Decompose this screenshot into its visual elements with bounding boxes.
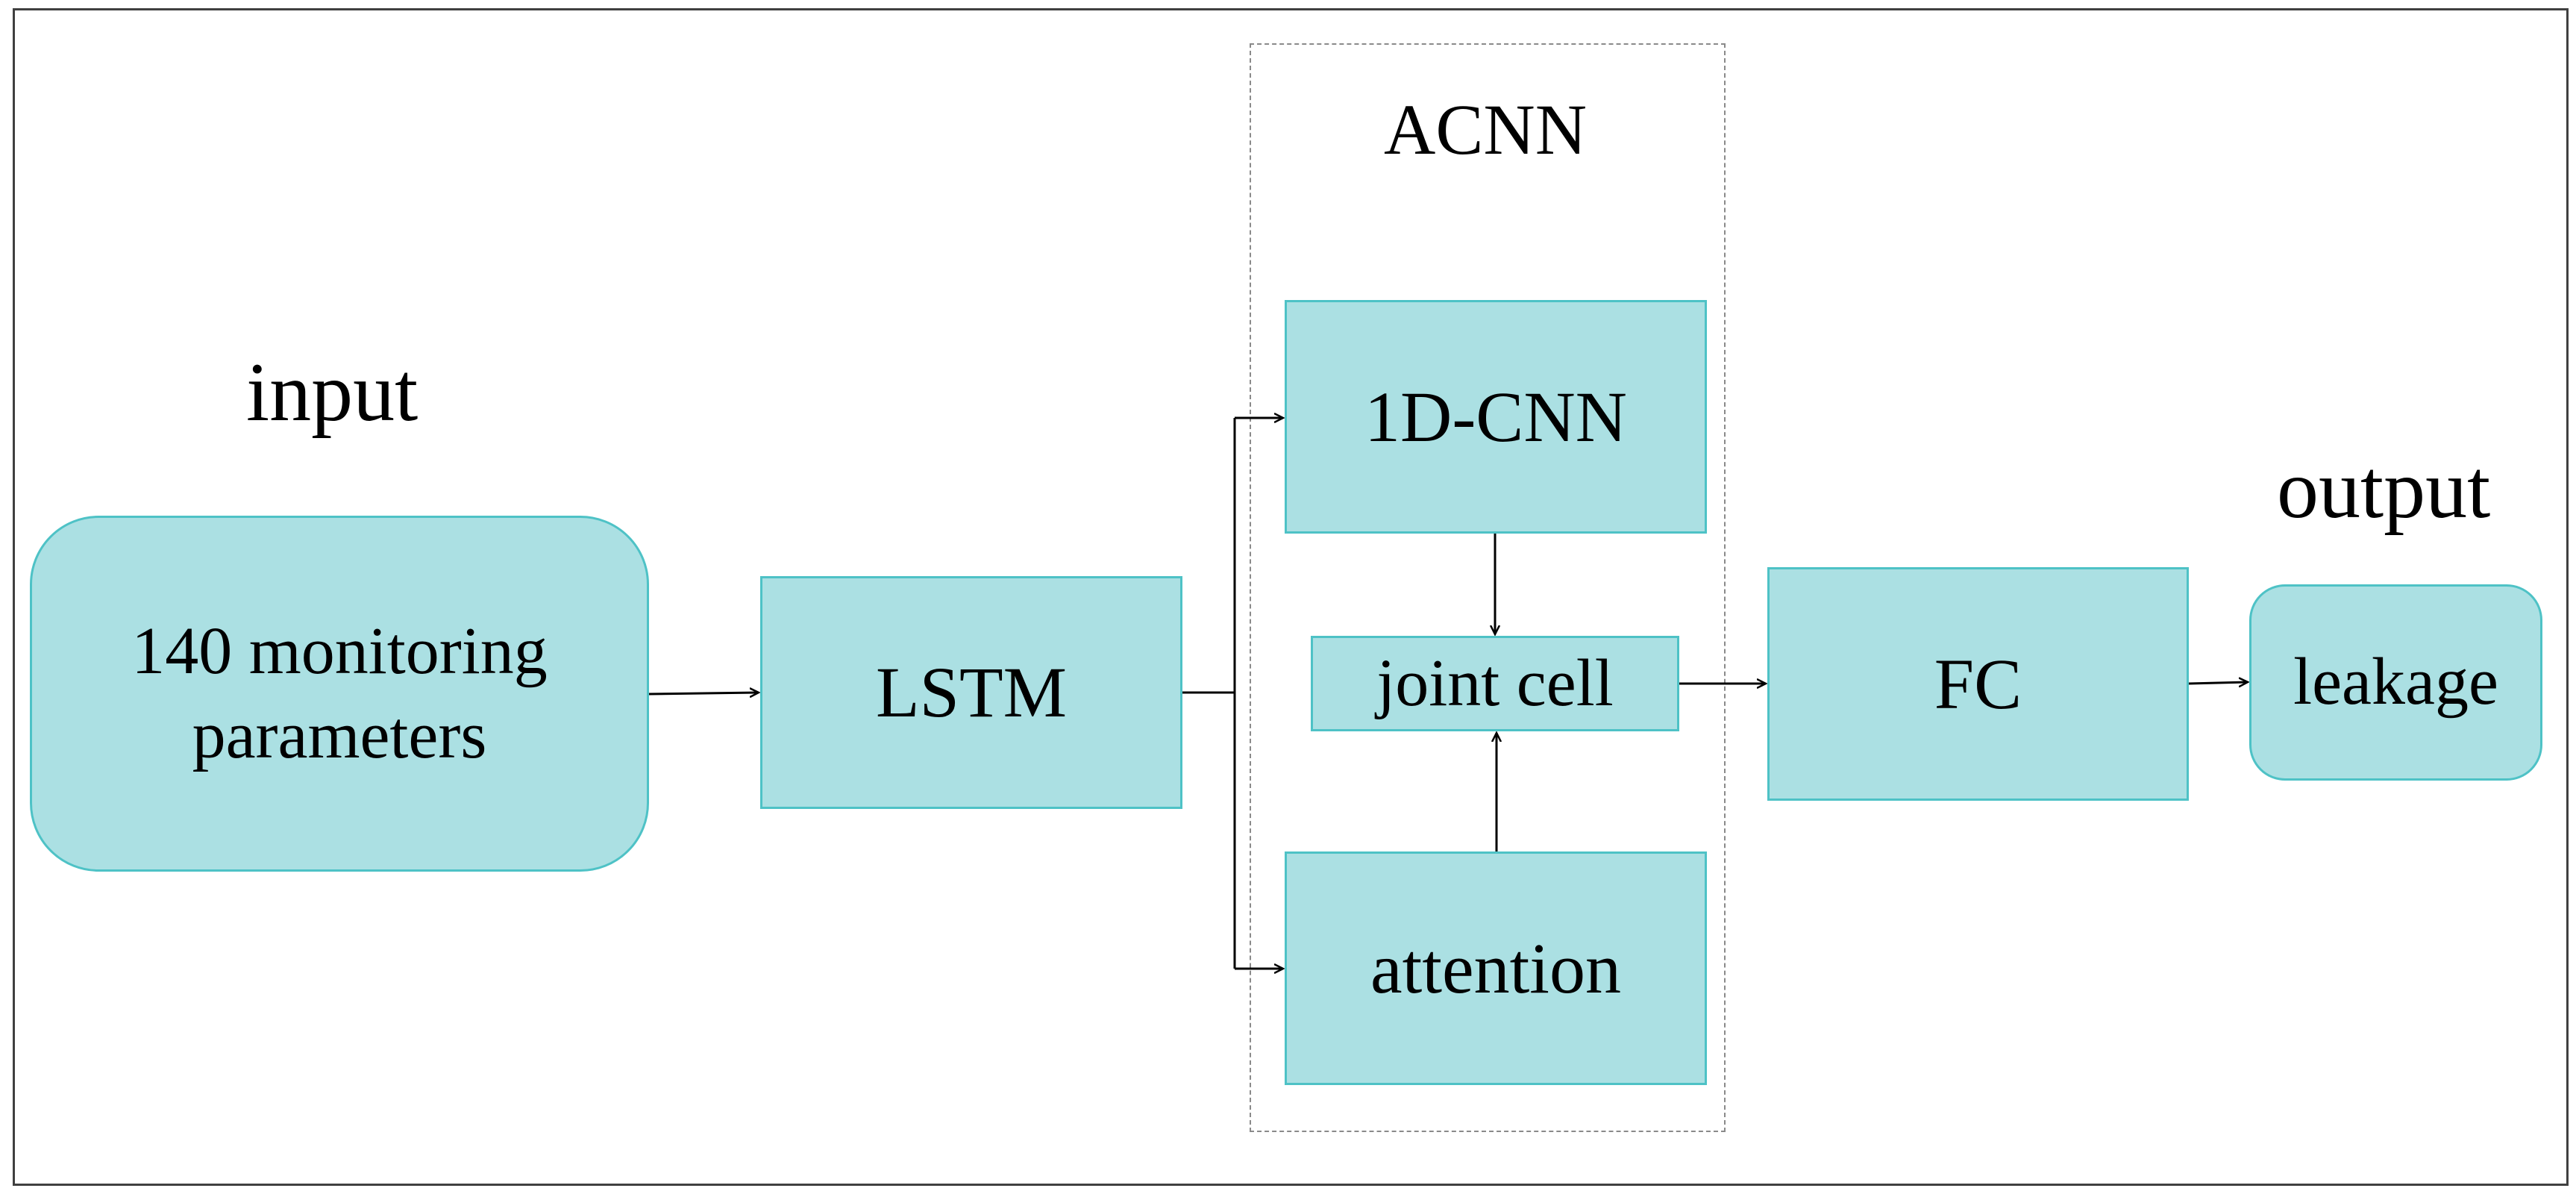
attention-node: attention <box>1285 851 1707 1085</box>
lstm-label: LSTM <box>875 652 1068 732</box>
output-label: output <box>2277 443 2491 536</box>
monitoring-parameters-node: 140 monitoring parameters <box>30 516 649 872</box>
joint-cell-label: joint cell <box>1376 646 1614 720</box>
acnn-group <box>1250 43 1726 1132</box>
attention-label: attention <box>1370 928 1621 1008</box>
lstm-node: LSTM <box>760 576 1182 809</box>
1d-cnn-label: 1D-CNN <box>1364 376 1627 457</box>
monitoring-parameters-label: 140 monitoring parameters <box>131 614 548 772</box>
input-label: input <box>246 346 419 439</box>
diagram-frame <box>13 8 2569 1186</box>
leakage-node: leakage <box>2249 584 2542 781</box>
1d-cnn-node: 1D-CNN <box>1285 300 1707 534</box>
leakage-label: leakage <box>2293 645 2498 719</box>
fc-label: FC <box>1934 643 2022 724</box>
joint-cell-node: joint cell <box>1311 636 1679 731</box>
fc-node: FC <box>1767 567 2189 801</box>
acnn-group-title: ACNN <box>1384 90 1588 169</box>
